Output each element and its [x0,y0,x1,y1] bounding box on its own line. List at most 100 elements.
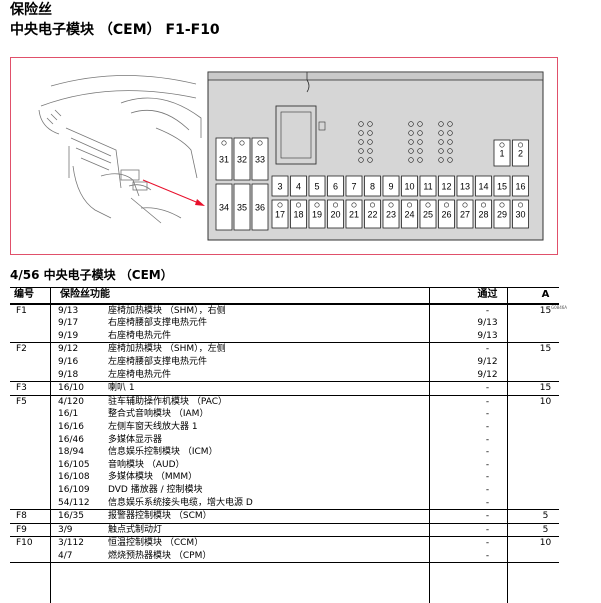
function-cell: 喇叭 1 [106,381,443,396]
via-value: - [485,305,490,316]
fuse-label: 20 [330,210,340,220]
fuse-slot: 3 [271,175,289,197]
fuse-label: 35 [237,203,247,213]
via-value: - [485,383,490,394]
fuse-label: 13 [460,182,470,192]
via-cell: -- [443,536,532,564]
fuse-slot: 13 [456,175,474,197]
fuse-label: 17 [275,210,285,220]
fuse-number-cell: F1 [10,303,56,344]
relay-contact [438,148,444,154]
fuse-label: 18 [293,210,303,220]
fuse-slot: 24 [401,199,418,229]
amp-cell: 10 [532,536,559,564]
function-text: DVD 播放器 / 控制模块 [108,484,203,495]
fuse-label: 23 [386,210,396,220]
relay-contact [408,148,414,154]
relay-contact [438,121,444,127]
relay-contact [367,139,373,145]
relay-contact [358,130,364,136]
relay-contact [417,121,423,127]
relay-contact [447,130,453,136]
via-value: - [485,459,490,470]
relay-contact [408,139,414,145]
fuse-slot: 32 [233,137,251,181]
relay-contact [408,130,414,136]
function-text: 左座椅电热元件 [108,369,172,380]
component-code-cell: 16/10 [56,381,106,396]
fuse-label: 12 [441,182,451,192]
amp-cell: 15 [532,381,559,396]
page-title: 保险丝 [10,2,52,18]
relay-contact [408,121,414,127]
amp-value: 10 [539,538,552,549]
amp-value: 15 [539,344,552,355]
fuse-number: F3 [16,383,27,394]
amp-value: 5 [542,524,549,535]
amp-cell: 15 [532,303,559,344]
function-text: 报警器控制模块 （SCM） [108,511,212,522]
component-code: 16/109 [58,484,90,495]
component-code: 3/112 [58,538,84,549]
relay-contact [367,130,373,136]
via-value: 9/13 [477,330,498,341]
via-value: - [485,538,490,549]
relay-contact [447,121,453,127]
component-code: 4/120 [58,396,84,407]
via-cell: - [443,509,532,524]
amp-cell: 5 [532,523,559,538]
function-cell: 座椅加热模块 （SHM），右侧右座椅腰部支撑电热元件右座椅电热元件 [106,303,443,344]
relay-contact [438,157,444,163]
relay-contact [417,139,423,145]
fuse-label: 15 [497,182,507,192]
function-text: 多媒体模块 （MMM） [108,472,198,483]
fuse-slot: 1 [493,139,511,167]
fuse-slot: 4 [290,175,307,197]
fuse-label: 6 [333,182,338,192]
function-text: 座椅加热模块 （SHM），右侧 [108,305,226,316]
relay-contact [358,121,364,127]
header-amp: A [532,286,559,305]
header-function: 保险丝功能 [56,286,443,305]
via-value: - [485,447,490,458]
fuse-location-arrow [142,179,205,206]
table-divider [50,287,51,603]
dashboard-drawing [38,75,202,224]
fuse-slot: 26 [438,199,455,229]
fuse-slot: 9 [382,175,400,197]
fuse-number: F8 [16,511,27,522]
relay-contact [358,157,364,163]
fuse-slot: 8 [364,175,381,197]
fuse-slot: 29 [493,199,511,229]
fuse-label: 5 [314,182,319,192]
via-value: 9/12 [477,369,498,380]
function-text: 驻车辅助操作机模块 （PAC） [108,396,227,407]
fuse-label: 26 [441,210,451,220]
figure-code: G0846A [551,305,568,310]
component-code: 9/13 [58,305,79,316]
component-code: 16/10 [58,383,84,394]
section-title: 4/56 中央电子模块 （CEM） [10,268,173,282]
fuse-label: 24 [404,210,414,220]
relay-contact [447,157,453,163]
component-code: 9/18 [58,369,79,380]
fuse-number-cell: F3 [10,381,56,396]
function-text: 信息娱乐控制模块 （ICM） [108,447,218,458]
fuse-label: 10 [404,182,414,192]
table-divider [507,287,508,603]
fuse-slot: 36 [251,183,269,231]
fuse-label: 31 [219,155,229,165]
component-code: 9/12 [58,344,79,355]
fuse-number-cell: F10 [10,536,56,564]
fuse-slot: 5 [308,175,326,197]
fuse-label: 19 [312,210,322,220]
fuse-label: 2 [518,149,523,159]
via-cell: --------- [443,395,532,511]
component-code: 9/17 [58,318,79,329]
component-code: 4/7 [58,550,73,561]
fuse-slot: 21 [345,199,363,229]
relay-contact [408,157,414,163]
via-cell: - [443,523,532,538]
